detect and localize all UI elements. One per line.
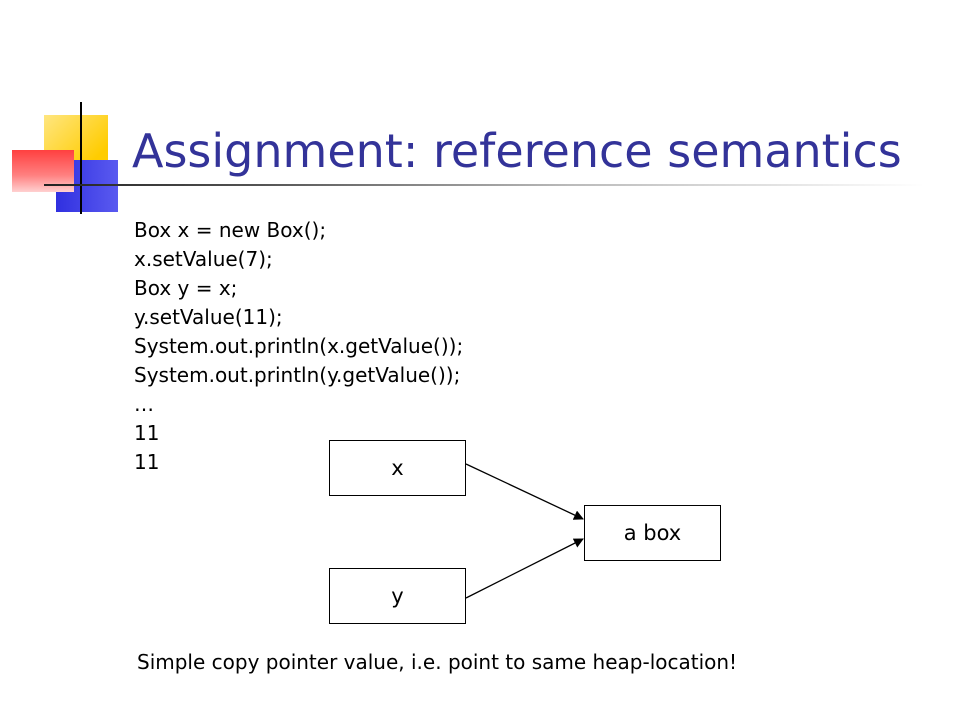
arrow-y-to-box	[465, 538, 584, 599]
variable-x-label: x	[391, 456, 404, 480]
code-line: System.out.println(x.getValue());	[134, 334, 464, 358]
code-line: x.setValue(7);	[134, 247, 273, 271]
variable-y-box: y	[329, 568, 466, 624]
code-line: Box y = x;	[134, 276, 238, 300]
output-line: 11	[134, 450, 160, 474]
code-line: y.setValue(11);	[134, 305, 283, 329]
slide-title: Assignment: reference semantics	[132, 124, 902, 178]
title-underline	[44, 184, 924, 186]
heap-object-box: a box	[584, 505, 721, 561]
variable-y-label: y	[391, 584, 404, 608]
slide-caption: Simple copy pointer value, i.e. point to…	[137, 650, 738, 674]
code-block: Box x = new Box(); x.setValue(7); Box y …	[134, 216, 463, 477]
output-line: 11	[134, 421, 160, 445]
code-ellipsis: …	[134, 392, 154, 416]
decor-vertical-line	[80, 102, 82, 214]
heap-object-label: a box	[623, 521, 682, 545]
arrow-x-to-box	[465, 463, 584, 520]
code-line: System.out.println(y.getValue());	[134, 363, 461, 387]
code-line: Box x = new Box();	[134, 218, 327, 242]
variable-x-box: x	[329, 440, 466, 496]
